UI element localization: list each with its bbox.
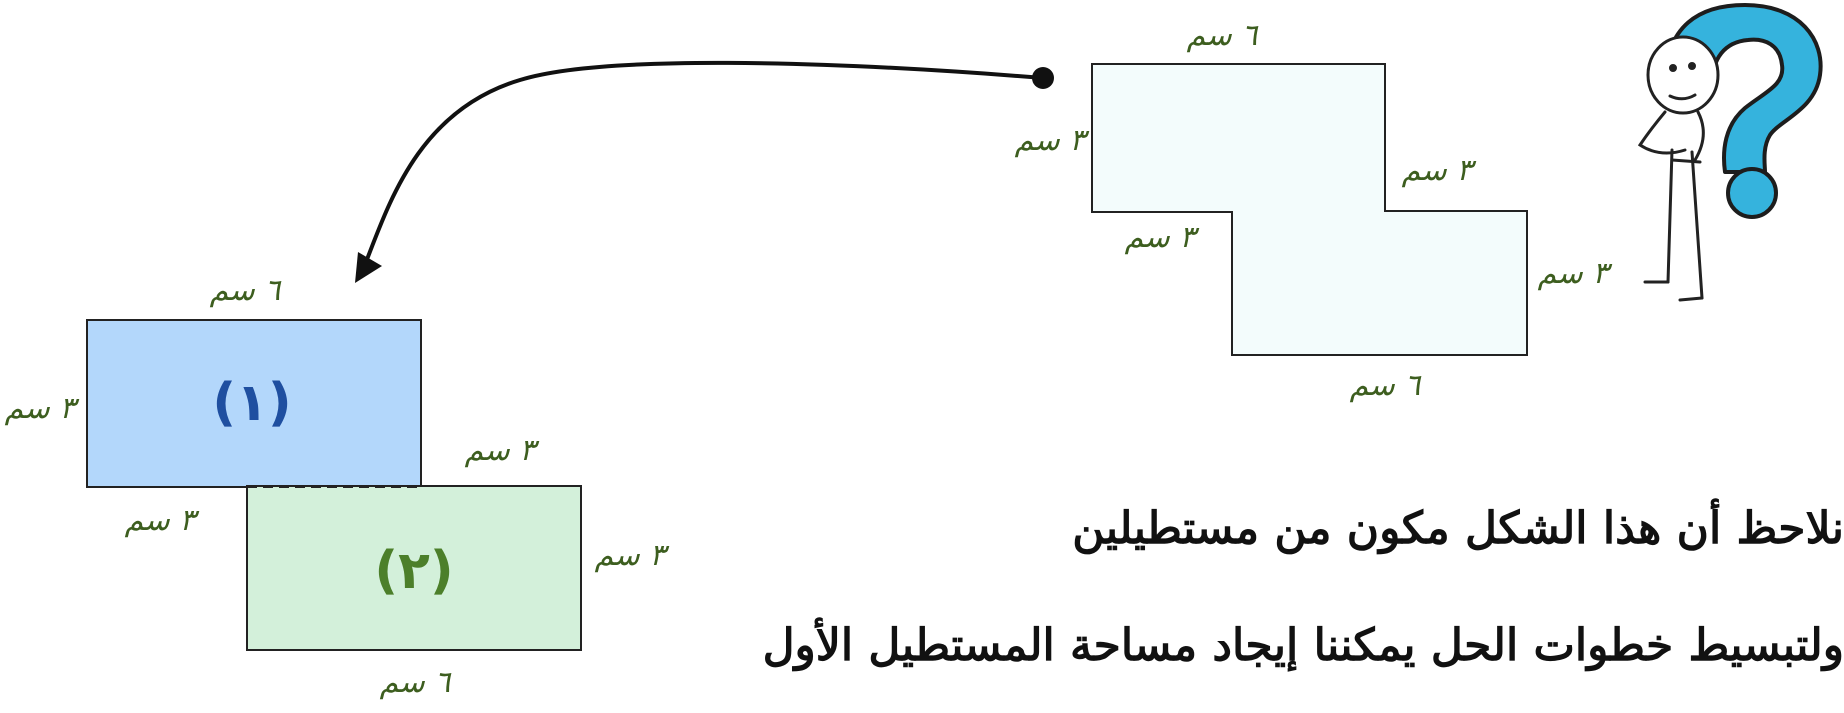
rect2-label: (٢) — [374, 541, 453, 601]
dim-rect1-left: ٣ سم — [5, 391, 81, 426]
dim-rect2-right: ٣ سم — [595, 538, 671, 573]
dim-composite-right: ٣ سم — [1538, 256, 1614, 291]
dim-composite-left: ٣ سم — [1015, 123, 1091, 158]
composite-shape — [1091, 63, 1528, 356]
dim-rect2-step: ٣ سم — [125, 503, 201, 538]
dim-composite-top: ٦ سم — [1187, 18, 1260, 53]
rectangle-2 — [246, 485, 582, 651]
dim-rect1-top: ٦ سم — [210, 273, 283, 308]
thinking-person-icon — [1637, 35, 1720, 302]
explanation-line-2: ولتبسيط خطوات الحل يمكننا إيجاد مساحة ال… — [762, 620, 1844, 671]
dim-rect2-bottom: ٦ سم — [380, 665, 453, 700]
curved-arrow — [355, 60, 1054, 283]
rect1-label: (١) — [212, 373, 291, 433]
dim-composite-bottom: ٦ سم — [1350, 368, 1423, 403]
dim-composite-step-right: ٣ سم — [1402, 153, 1478, 188]
dim-composite-step-left: ٣ سم — [1125, 220, 1201, 255]
dim-rect1-step: ٣ سم — [465, 433, 541, 468]
explanation-line-1: نلاحظ أن هذا الشكل مكون من مستطيلين — [1072, 503, 1844, 554]
